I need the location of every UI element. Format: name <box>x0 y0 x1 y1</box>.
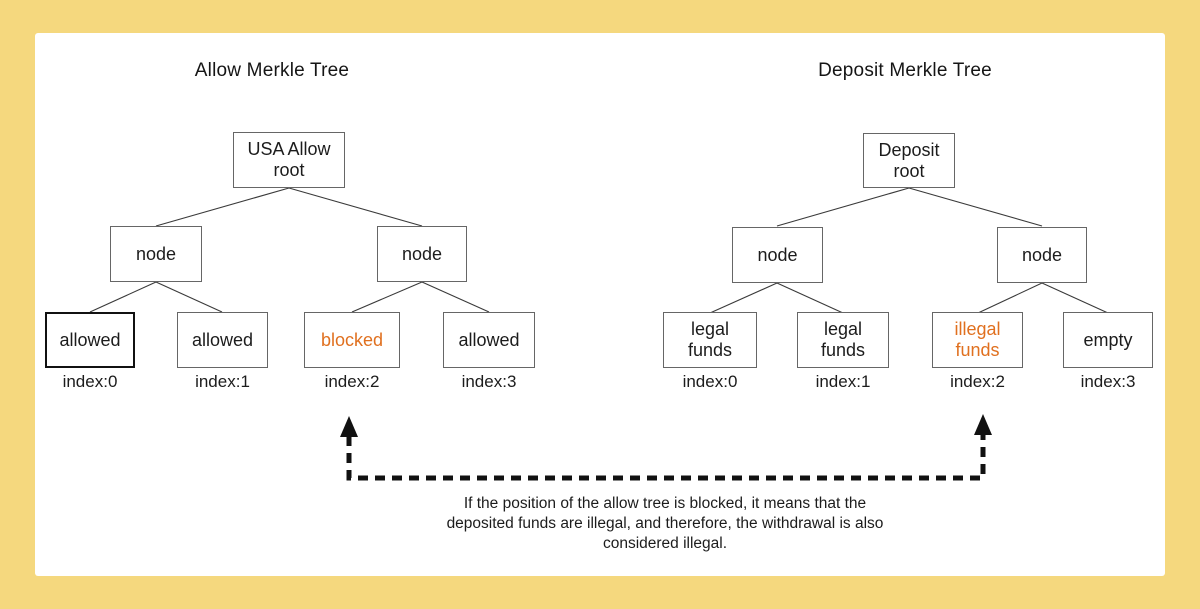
deposit-root-label-line2: root <box>893 160 925 181</box>
deposit-root-label-line1: Deposit <box>878 139 940 160</box>
allow-leaf-2: blocked <box>304 312 400 368</box>
edge <box>155 187 290 227</box>
node-label: node <box>401 243 443 264</box>
blocked-illegal-connector <box>340 414 992 481</box>
edge <box>977 282 1043 314</box>
deposit-node-left: node <box>732 227 823 283</box>
edge <box>288 187 423 227</box>
allow-leaf-3: allowed <box>443 312 535 368</box>
arrow-up-icon <box>340 416 358 437</box>
leaf-label: allowed <box>59 329 121 350</box>
node-label: node <box>757 244 798 265</box>
edge <box>89 281 157 313</box>
node-label: node <box>135 243 177 264</box>
edge <box>155 281 223 313</box>
caption: If the position of the allow tree is blo… <box>365 494 965 554</box>
allow-root-box: USA Allow root <box>233 132 345 188</box>
allow-root-label-line1: USA Allow <box>247 139 331 159</box>
deposit-root-box: Deposit root <box>863 133 955 188</box>
edge <box>351 281 423 313</box>
deposit-leaf-2: illegal funds <box>932 312 1023 368</box>
arrow-up-icon <box>974 414 992 435</box>
edge <box>776 187 910 227</box>
edge <box>908 187 1043 227</box>
allow-leaf-3-index: index:3 <box>461 372 517 391</box>
allow-root-label-line2: root <box>273 160 305 180</box>
allow-tree-title: Allow Merkle Tree <box>194 60 350 81</box>
deposit-leaf-0-index: index:0 <box>682 372 738 391</box>
deposit-leaf-0: legal funds <box>663 312 757 368</box>
leaf-label: legal funds <box>820 319 866 360</box>
allow-leaf-1-index: index:1 <box>195 372 250 391</box>
deposit-leaf-3-index: index:3 <box>1080 372 1136 391</box>
edge <box>709 282 778 314</box>
deposit-leaf-1-index: index:1 <box>815 372 871 391</box>
leaf-label: allowed <box>458 329 520 350</box>
caption-line-1: If the position of the allow tree is blo… <box>463 495 867 512</box>
allow-leaf-1: allowed <box>177 312 268 368</box>
deposit-leaf-2-index: index:2 <box>950 372 1005 391</box>
deposit-leaf-3: empty <box>1063 312 1153 368</box>
caption-line-3: considered illegal. <box>602 535 728 552</box>
allow-node-left: node <box>110 226 202 282</box>
diagram-canvas: Allow Merkle Tree Deposit Merkle Tree US… <box>35 33 1165 576</box>
leaf-label: empty <box>1083 329 1133 350</box>
edge <box>776 282 844 314</box>
allow-leaf-0-index: index:0 <box>62 372 118 391</box>
allow-node-right: node <box>377 226 467 282</box>
dashed-connector-line <box>346 434 986 481</box>
deposit-tree-title: Deposit Merkle Tree <box>818 60 992 81</box>
allow-leaf-0: allowed <box>45 312 135 368</box>
leaf-label: illegal funds <box>954 319 1001 360</box>
caption-line-2: deposited funds are illegal, and therefo… <box>446 515 884 532</box>
leaf-label: allowed <box>191 329 254 350</box>
leaf-label: legal funds <box>687 319 733 360</box>
allow-leaf-2-index: index:2 <box>324 372 380 391</box>
deposit-node-right: node <box>997 227 1087 283</box>
edge <box>421 281 490 313</box>
deposit-leaf-1: legal funds <box>797 312 889 368</box>
node-label: node <box>1021 244 1063 265</box>
edge <box>1041 282 1109 314</box>
leaf-label: blocked <box>320 329 384 350</box>
